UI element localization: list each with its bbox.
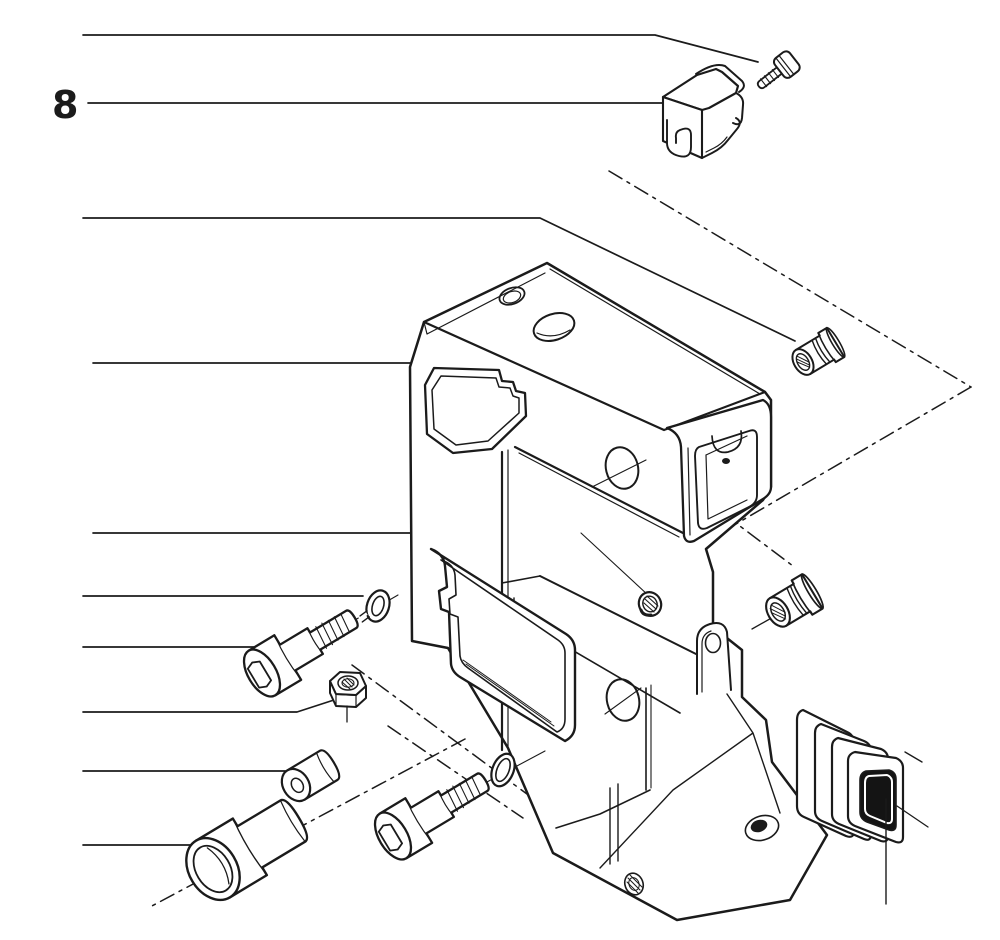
gasket-seal <box>429 547 577 743</box>
socket-head-screw-lower <box>373 772 490 861</box>
stepped-bushing <box>185 798 309 902</box>
end-socket <box>665 398 773 543</box>
top-face-holes <box>498 286 576 342</box>
base-details <box>599 693 781 896</box>
set-screw <box>637 591 663 617</box>
bellows-stack <box>795 708 905 844</box>
axis-ticks <box>580 459 649 715</box>
housing-body <box>408 261 829 922</box>
center-lines <box>149 170 972 908</box>
hex-nut <box>329 671 367 723</box>
callout-8-label: 8 <box>52 83 78 127</box>
front-octagon-opening <box>423 366 528 455</box>
o-ring <box>490 752 516 788</box>
lock-washer <box>357 589 391 623</box>
round-flanged-nut-upper <box>791 326 846 376</box>
spacer-bushing <box>280 749 341 803</box>
bellows-axis-lines <box>751 615 929 905</box>
round-flanged-nut-right <box>765 573 824 628</box>
clamp-clip <box>661 64 745 160</box>
lower-front-hole <box>605 678 641 722</box>
ear-tab <box>696 622 732 695</box>
socket-head-screw-upper <box>242 609 359 698</box>
pan-head-screw <box>756 50 801 90</box>
